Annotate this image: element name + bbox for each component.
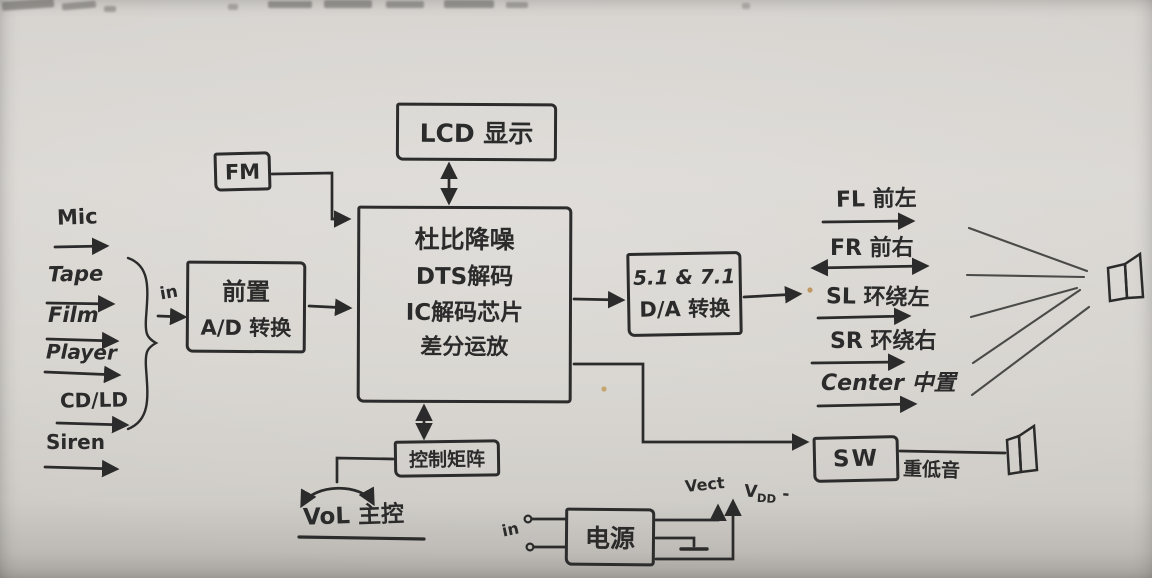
control-to-volume-wire — [335, 456, 395, 484]
cdld-arrow — [55, 415, 130, 434]
vol-underline — [297, 535, 426, 541]
main-to-da-arrow — [572, 290, 626, 309]
terminal-icon — [523, 514, 533, 524]
main-to-sw-wire — [572, 362, 810, 451]
power-label: 电源 — [584, 523, 636, 554]
subwoofer-label: 重低音 — [902, 458, 961, 482]
fl-arrow — [821, 212, 916, 230]
channel-label-fl: FL 前左 — [835, 186, 917, 213]
channel-label-center: Center 中置 — [821, 371, 956, 396]
center-arrow — [816, 395, 918, 414]
input-label-mic: Mic — [56, 204, 98, 230]
da-to-channels-arrow — [742, 286, 803, 304]
preamp-line1: 前置 — [222, 277, 271, 307]
block-power-supply: 电源 — [564, 507, 656, 567]
block-decoder-ic: 杜比降噪 DTS解码 IC解码芯片 差分运放 — [356, 205, 573, 404]
preamp-to-main-arrow — [307, 298, 353, 317]
input-label-siren: Siren — [46, 430, 105, 454]
block-preamp-adc: 前置 A/D 转换 — [185, 260, 307, 354]
fm-to-main-wire — [270, 171, 352, 228]
vdd-sub: DD — [756, 490, 777, 507]
ground-wire — [654, 536, 696, 548]
vect-label: Vect — [684, 472, 726, 497]
preamp-line2: A/D 转换 — [200, 315, 292, 341]
block-fm-tuner: FM — [213, 151, 272, 192]
paper-edge-print — [268, 1, 312, 8]
block-lcd-display: LCD 显示 — [395, 102, 558, 162]
paper-blemish — [807, 287, 813, 293]
rotate-arrows-icon — [300, 486, 375, 509]
in-arrow — [156, 307, 188, 326]
paper-edge-print — [386, 1, 424, 8]
da-line1: 5.1 & 7.1 — [632, 264, 736, 290]
decoder-line3: IC解码芯片 — [405, 299, 524, 327]
terminal-icon — [525, 542, 535, 552]
paper-edge-print — [228, 4, 238, 10]
curly-brace — [126, 256, 159, 431]
vect-wire — [654, 503, 727, 522]
input-label-player: Player — [45, 339, 118, 365]
paper-edge-print — [444, 0, 494, 8]
inputs-in-label: in — [158, 281, 180, 305]
subwoofer-speaker-icon — [1005, 423, 1039, 476]
input-label-film: Film — [48, 303, 99, 327]
fm-label: FM — [224, 159, 261, 184]
volume-label: VoL 主控 — [302, 501, 405, 531]
decoder-line2: DTS解码 — [415, 263, 514, 291]
power-in-label: in — [500, 518, 521, 541]
speaker-icon — [1106, 251, 1145, 303]
sw-label: SW — [832, 445, 880, 473]
input-label-tape: Tape — [47, 261, 104, 287]
paper-blemish — [601, 386, 607, 392]
sl-arrow — [816, 307, 912, 326]
da-line2: D/A 转换 — [639, 296, 731, 322]
mic-arrow — [53, 237, 110, 256]
paper-edge-print — [742, 3, 750, 9]
film-arrow — [45, 331, 120, 350]
tape-arrow — [45, 295, 116, 313]
control-matrix-label: 控制矩阵 — [408, 448, 486, 472]
speaker-fan-lines — [965, 226, 1091, 397]
paper-edge-print — [506, 2, 528, 8]
lcd-label: LCD 显示 — [419, 118, 534, 149]
vdd-suffix: - — [781, 484, 791, 505]
block-subwoofer-sw: SW — [812, 435, 900, 483]
paper-edge-print — [104, 6, 116, 12]
fr-arrow — [810, 257, 930, 277]
sw-to-speaker-wire — [898, 449, 1007, 455]
vdd-wire — [654, 498, 742, 561]
channel-label-fr: FR 前右 — [830, 236, 914, 261]
paper-edge-print — [324, 0, 372, 8]
channel-label-sl: SL 环绕左 — [825, 284, 930, 311]
decoder-line4: 差分运放 — [420, 334, 509, 361]
vdd-label: VDD - — [743, 481, 791, 507]
player-arrow — [43, 365, 122, 384]
sr-arrow — [810, 353, 906, 371]
channel-label-sr: SR 环绕右 — [830, 329, 937, 354]
input-label-cdld: CD/LD — [59, 387, 129, 413]
block-control-matrix: 控制矩阵 — [393, 439, 501, 478]
block-da-converter: 5.1 & 7.1 D/A 转换 — [626, 251, 743, 337]
decoder-line1: 杜比降噪 — [414, 224, 515, 255]
siren-arrow — [43, 459, 120, 478]
